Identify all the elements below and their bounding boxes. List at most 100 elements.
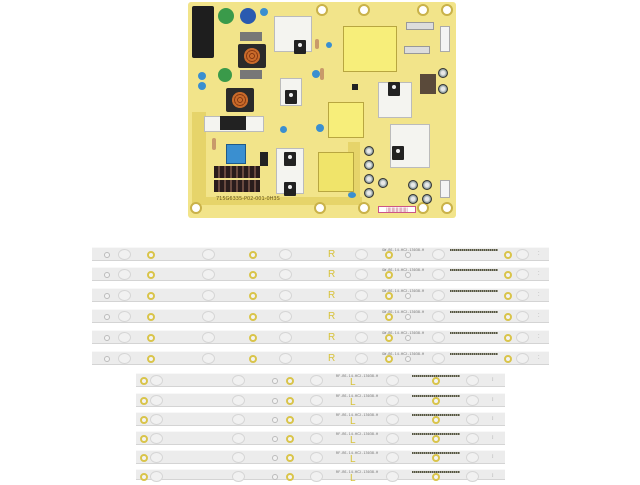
led-driver-transformer <box>318 152 354 192</box>
power-supply-board: 715G6335-P02-001-0H3S |||||||||||||||| <box>188 2 456 218</box>
strip-connector: ⁞ <box>492 377 494 383</box>
led-lens <box>355 311 368 322</box>
mount-ring <box>385 355 393 363</box>
heatsink <box>274 16 312 52</box>
led-lens <box>279 269 292 280</box>
led-lens <box>150 375 163 386</box>
mounting-hole <box>358 4 370 16</box>
mount-ring <box>249 355 257 363</box>
led-lens <box>118 249 131 260</box>
mount-hole <box>104 314 110 320</box>
common-mode-choke <box>238 44 266 68</box>
ic-chip <box>260 152 268 166</box>
power-transistor <box>392 146 404 160</box>
strip-code: RF-BS-14-HC2-13038-H <box>336 413 379 417</box>
led-lens <box>150 471 163 482</box>
y-capacitor-green <box>218 68 232 82</box>
film-capacitor <box>404 46 430 54</box>
strip-code: GW-BS-14-HC2-13038-H <box>382 352 425 356</box>
strip-barcode <box>412 395 460 397</box>
led-lens <box>355 353 368 364</box>
mounting-hole <box>417 4 429 16</box>
led-lens <box>118 290 131 301</box>
capacitor-blue <box>316 124 324 132</box>
led-lens <box>118 269 131 280</box>
strip-code: RF-BS-14-HC2-13038-H <box>336 432 379 436</box>
x-capacitor <box>240 32 262 41</box>
mount-ring <box>432 454 440 462</box>
led-lens <box>466 471 479 482</box>
mount-hole <box>272 436 278 442</box>
electrolytic-capacitor <box>422 180 432 190</box>
mounting-hole <box>190 202 202 214</box>
mount-ring <box>286 435 294 443</box>
electrolytic-capacitor <box>408 194 418 204</box>
led-lens <box>516 353 529 364</box>
led-lens <box>232 414 245 425</box>
led-lens <box>466 433 479 444</box>
power-transistor <box>285 90 297 104</box>
electrolytic-capacitor <box>438 84 448 94</box>
strip-connector: ⁚ <box>538 292 540 298</box>
led-lens <box>355 290 368 301</box>
film-capacitor <box>406 22 434 30</box>
capacitor-blue <box>312 70 320 78</box>
power-transistor <box>284 152 296 166</box>
strip-marker-l: L <box>350 416 356 427</box>
mount-ring <box>432 435 440 443</box>
electrolytic-capacitor <box>364 160 374 170</box>
led-lens <box>232 395 245 406</box>
strip-marker-l: L <box>350 473 356 484</box>
common-mode-choke <box>226 88 254 112</box>
led-lens <box>432 332 445 343</box>
mount-hole <box>104 293 110 299</box>
strip-barcode <box>412 433 460 435</box>
led-lens <box>386 471 399 482</box>
output-connector <box>440 26 450 52</box>
strip-marker-r: R <box>328 353 336 364</box>
strip-connector: ⁚ <box>538 251 540 257</box>
led-lens <box>432 353 445 364</box>
strip-barcode <box>412 375 460 377</box>
mount-hole <box>405 314 411 320</box>
mount-ring <box>504 355 512 363</box>
electrolytic-capacitor <box>408 180 418 190</box>
led-lens <box>202 311 215 322</box>
mounting-hole <box>316 4 328 16</box>
led-strip-short: RF-BS-14-HC2-13038-H L ⁞ <box>136 373 505 388</box>
led-lens <box>516 311 529 322</box>
led-lens <box>386 452 399 463</box>
mount-ring <box>140 397 148 405</box>
strip-marker-l: L <box>350 435 356 446</box>
led-lens <box>466 375 479 386</box>
strip-code: GW-BS-14-HC2-13038-H <box>382 268 425 272</box>
power-transistor <box>284 182 296 196</box>
electrolytic-capacitor <box>364 174 374 184</box>
mount-ring <box>432 377 440 385</box>
mount-ring <box>385 334 393 342</box>
mount-hole <box>272 417 278 423</box>
led-lens <box>279 249 292 260</box>
led-lens <box>150 433 163 444</box>
mount-hole <box>104 356 110 362</box>
mount-ring <box>286 397 294 405</box>
electrolytic-capacitor <box>378 178 388 188</box>
mounting-hole <box>441 4 453 16</box>
led-lens <box>516 332 529 343</box>
mount-hole <box>104 252 110 258</box>
strip-connector: ⁞ <box>492 473 494 479</box>
strip-connector: ⁞ <box>492 397 494 403</box>
capacitor-blue <box>348 192 356 198</box>
strip-code: RF-BS-14-HC2-13038-H <box>336 470 379 474</box>
mount-ring <box>385 292 393 300</box>
mount-hole <box>405 252 411 258</box>
led-strip-short: RF-BS-14-HC2-13038-H L ⁞ <box>136 431 505 446</box>
strip-code: RF-BS-14-HC2-13038-H <box>336 394 379 398</box>
led-lens <box>279 332 292 343</box>
ic-chip <box>352 84 358 90</box>
mount-ring <box>504 292 512 300</box>
x-capacitor <box>240 70 262 79</box>
mount-hole <box>405 356 411 362</box>
strip-barcode <box>450 353 498 355</box>
bridge-rectifier <box>220 116 246 130</box>
